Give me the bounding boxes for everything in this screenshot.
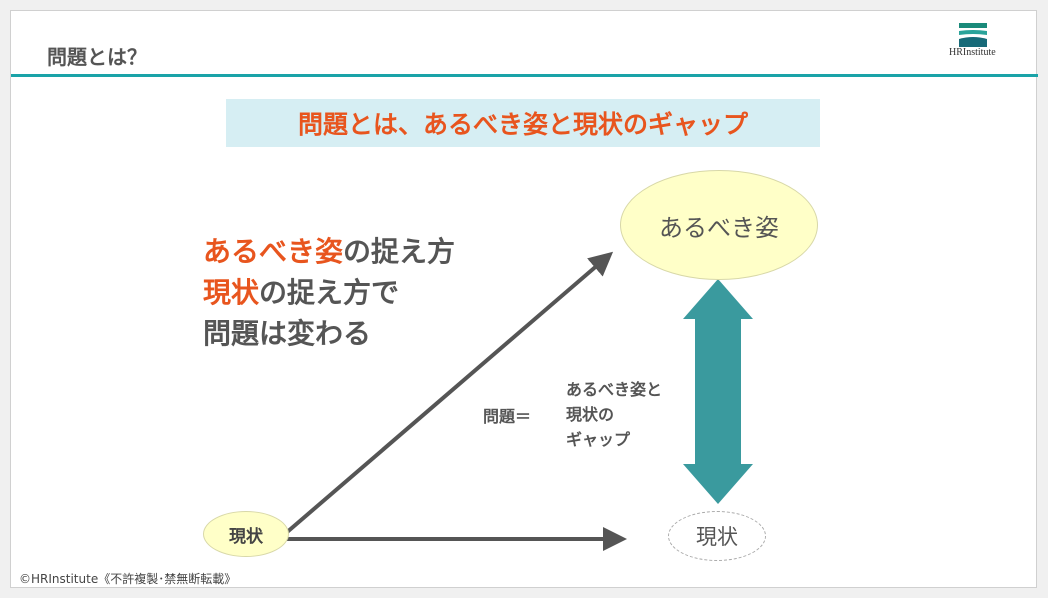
- gap-label: あるべき姿と 現状の ギャップ: [566, 377, 662, 452]
- gap-line: ギャップ: [566, 430, 631, 449]
- headline-banner: 問題とは、あるべき姿と現状のギャップ: [226, 99, 820, 147]
- gap-line: 現状の: [566, 405, 615, 424]
- slide: 問題とは？ HRInstitute 問題とは、あるべき姿と現状のギャップ あるべ…: [10, 10, 1038, 588]
- gap-line: あるべき姿と: [566, 380, 663, 399]
- diagonal-arrow: [284, 251, 614, 535]
- lead-text: あるべき姿の捉え方 現状の捉え方で 問題は変わる: [203, 231, 455, 354]
- lead-text-part: 問題は変わる: [203, 317, 372, 350]
- current-state-dashed-ellipse: 現状: [668, 511, 766, 561]
- lead-highlight: あるべき姿: [203, 235, 344, 268]
- gap-double-arrow: [683, 279, 753, 504]
- lead-text-part: の捉え方: [343, 235, 456, 268]
- logo-text: HRInstitute: [949, 47, 996, 58]
- problem-equals-label: 問題＝: [483, 407, 532, 426]
- lead-highlight: 現状: [203, 276, 260, 309]
- lead-text-part: の捉え方で: [259, 276, 400, 309]
- hrinstitute-logo: [949, 21, 1019, 77]
- slide-title: 問題とは？: [47, 45, 147, 69]
- diagram-arrows: [284, 251, 753, 551]
- header-divider: [11, 74, 1038, 77]
- copyright-footer: ©HRInstitute《不許複製･禁無断転載》: [19, 572, 237, 586]
- ideal-state-ellipse: あるべき姿: [620, 170, 818, 280]
- current-state-ellipse: 現状: [203, 511, 289, 557]
